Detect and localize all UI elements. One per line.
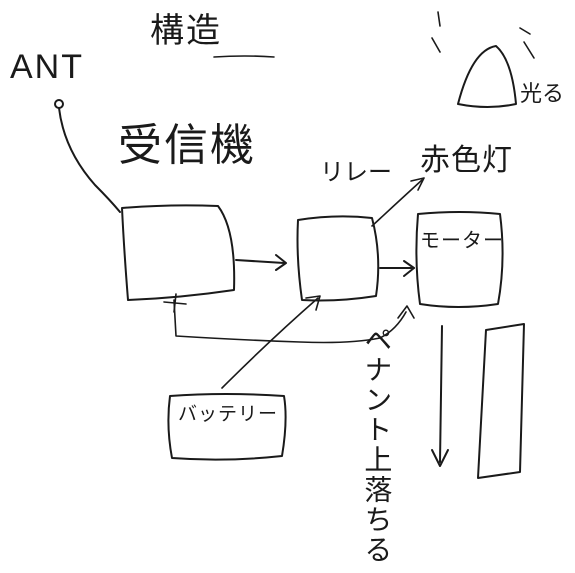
receiver-to-relay-arrowhead	[275, 254, 287, 271]
battery-to-relay-arrowhead	[305, 295, 321, 311]
motor-label: モーター	[420, 228, 504, 252]
warning-light-label: 赤色灯	[420, 143, 513, 178]
relay-to-motor-arrowhead	[403, 260, 415, 277]
motor-box	[415, 211, 504, 308]
antenna-symbol	[54, 99, 64, 109]
motor-wire-up-arrowhead	[397, 305, 415, 319]
glow-label: 光る	[520, 82, 565, 107]
junction-mark	[163, 293, 187, 313]
warning-light-dome	[457, 45, 517, 108]
receiver-to-relay-arrow	[235, 259, 285, 264]
battery-label: バッテリー	[178, 403, 279, 425]
title-underline	[213, 55, 275, 58]
antenna-wire	[58, 107, 121, 213]
relay-to-light-arrow	[371, 179, 423, 227]
antenna-label: ANT	[10, 48, 84, 86]
light-ray-1	[431, 37, 441, 53]
light-ray-2	[437, 11, 441, 27]
pennant-shape	[477, 323, 525, 479]
drop-arrow-head	[431, 449, 449, 467]
diagram-title: 構造	[150, 11, 222, 51]
drop-arrow-shaft	[439, 325, 443, 463]
battery-box	[167, 393, 287, 461]
light-ray-3	[523, 41, 535, 59]
relay-to-light-arrowhead	[410, 177, 425, 191]
pennant-drop-note: ペナント上落ちる	[360, 325, 394, 565]
relay-label: リレー	[320, 158, 392, 186]
battery-to-relay-wire	[221, 297, 319, 389]
receiver-box	[121, 204, 236, 301]
relay-box	[296, 215, 380, 302]
return-wire	[173, 299, 407, 344]
light-ray-4	[519, 27, 531, 35]
receiver-label: 受信機	[118, 120, 256, 171]
